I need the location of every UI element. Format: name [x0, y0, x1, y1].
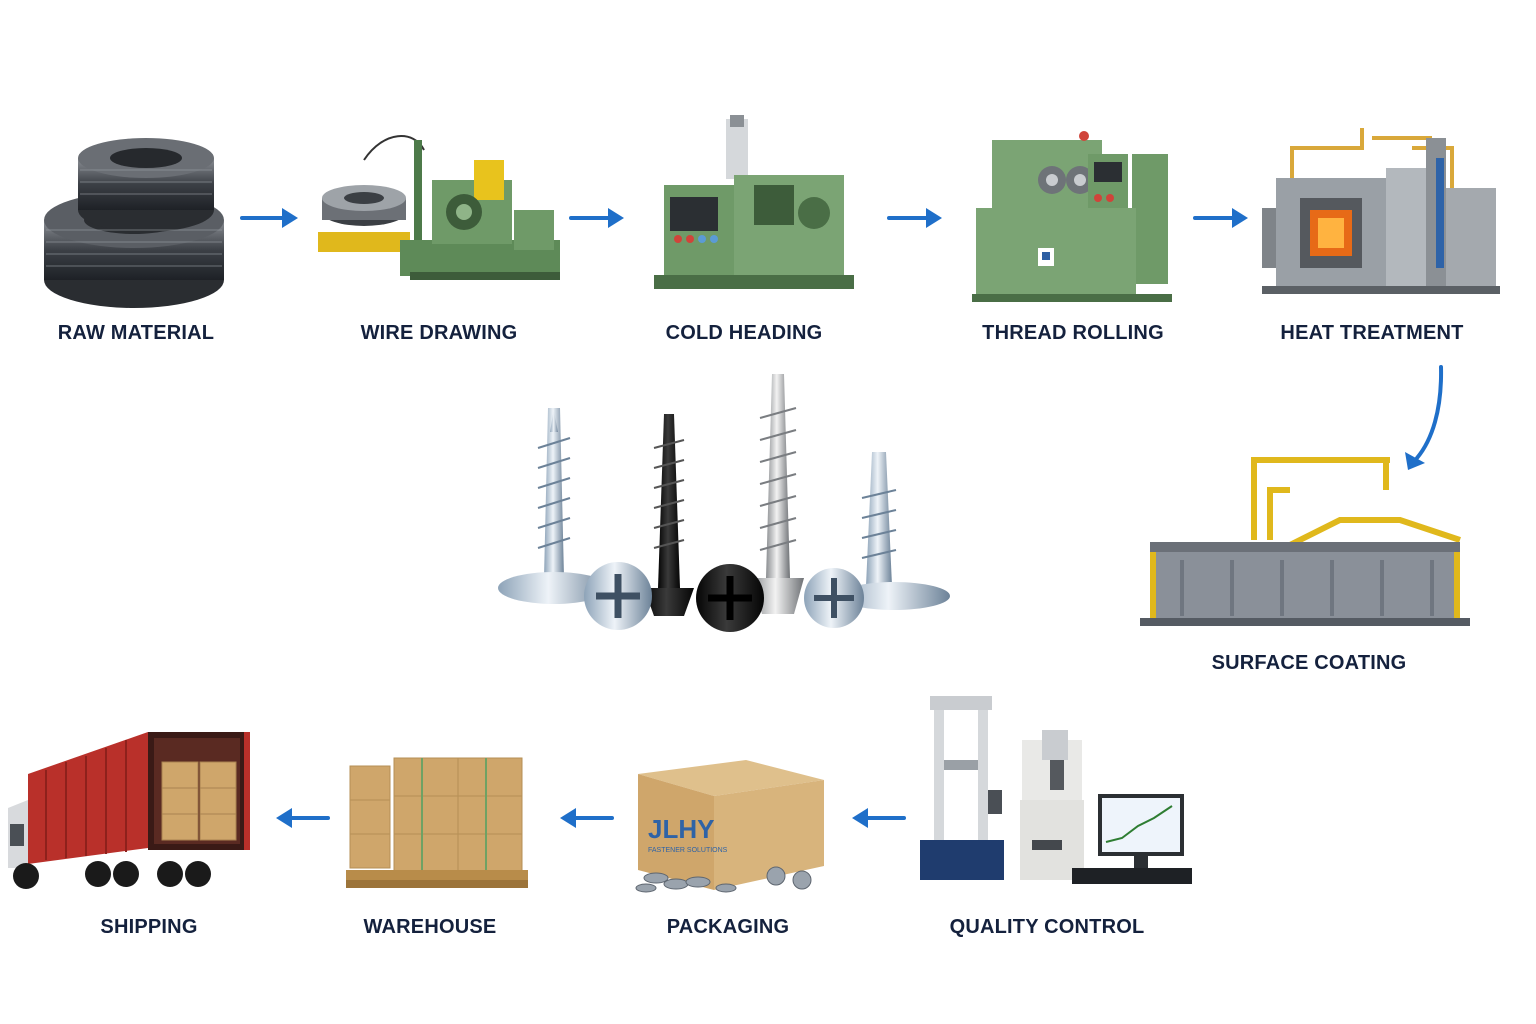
- thread-rolling-machine-icon: [972, 131, 1172, 302]
- arrow-left-icon: [852, 808, 906, 828]
- box-brand: JLHY: [648, 814, 714, 844]
- arrow-right-icon: [887, 208, 942, 228]
- label-wire-drawing: WIRE DRAWING: [360, 322, 518, 344]
- label-surface-coating: SURFACE COATING: [1211, 652, 1407, 674]
- label-shipping: SHIPPING: [100, 916, 198, 938]
- box-tagline: FASTENER SOLUTIONS: [648, 847, 728, 854]
- shipping-truck-icon: [8, 732, 250, 889]
- screw-head-phillips-icon: [584, 562, 652, 630]
- wire-coil-icon: [44, 138, 224, 308]
- label-heat-treatment: HEAT TREATMENT: [1280, 322, 1464, 344]
- screw-head-phillips-icon: [696, 564, 764, 632]
- label-thread-rolling: THREAD ROLLING: [982, 322, 1164, 344]
- label-packaging: PACKAGING: [666, 916, 790, 938]
- packaging-box-icon: JLHY FASTENER SOLUTIONS: [635, 760, 824, 893]
- surface-coating-line-icon: [1140, 457, 1470, 626]
- label-raw-material: RAW MATERIAL: [57, 322, 215, 344]
- label-cold-heading: COLD HEADING: [665, 322, 823, 344]
- screw-head-phillips-icon: [804, 568, 864, 628]
- arrow-right-icon: [569, 208, 624, 228]
- heat-treatment-furnace-icon: [1262, 128, 1500, 294]
- quality-control-equipment-icon: [920, 696, 1192, 884]
- screw-products-icon: [498, 374, 950, 632]
- wire-drawing-machine-icon: [318, 135, 560, 280]
- arrow-right-icon: [1193, 208, 1248, 228]
- cold-heading-machine-icon: [654, 115, 854, 289]
- label-quality-control: QUALITY CONTROL: [949, 916, 1145, 938]
- warehouse-pallets-icon: [346, 757, 528, 888]
- arrow-curve-down-icon: [1405, 365, 1444, 470]
- arrow-left-icon: [560, 808, 614, 828]
- arrow-right-icon: [240, 208, 298, 228]
- label-warehouse: WAREHOUSE: [363, 916, 497, 938]
- arrow-left-icon: [276, 808, 330, 828]
